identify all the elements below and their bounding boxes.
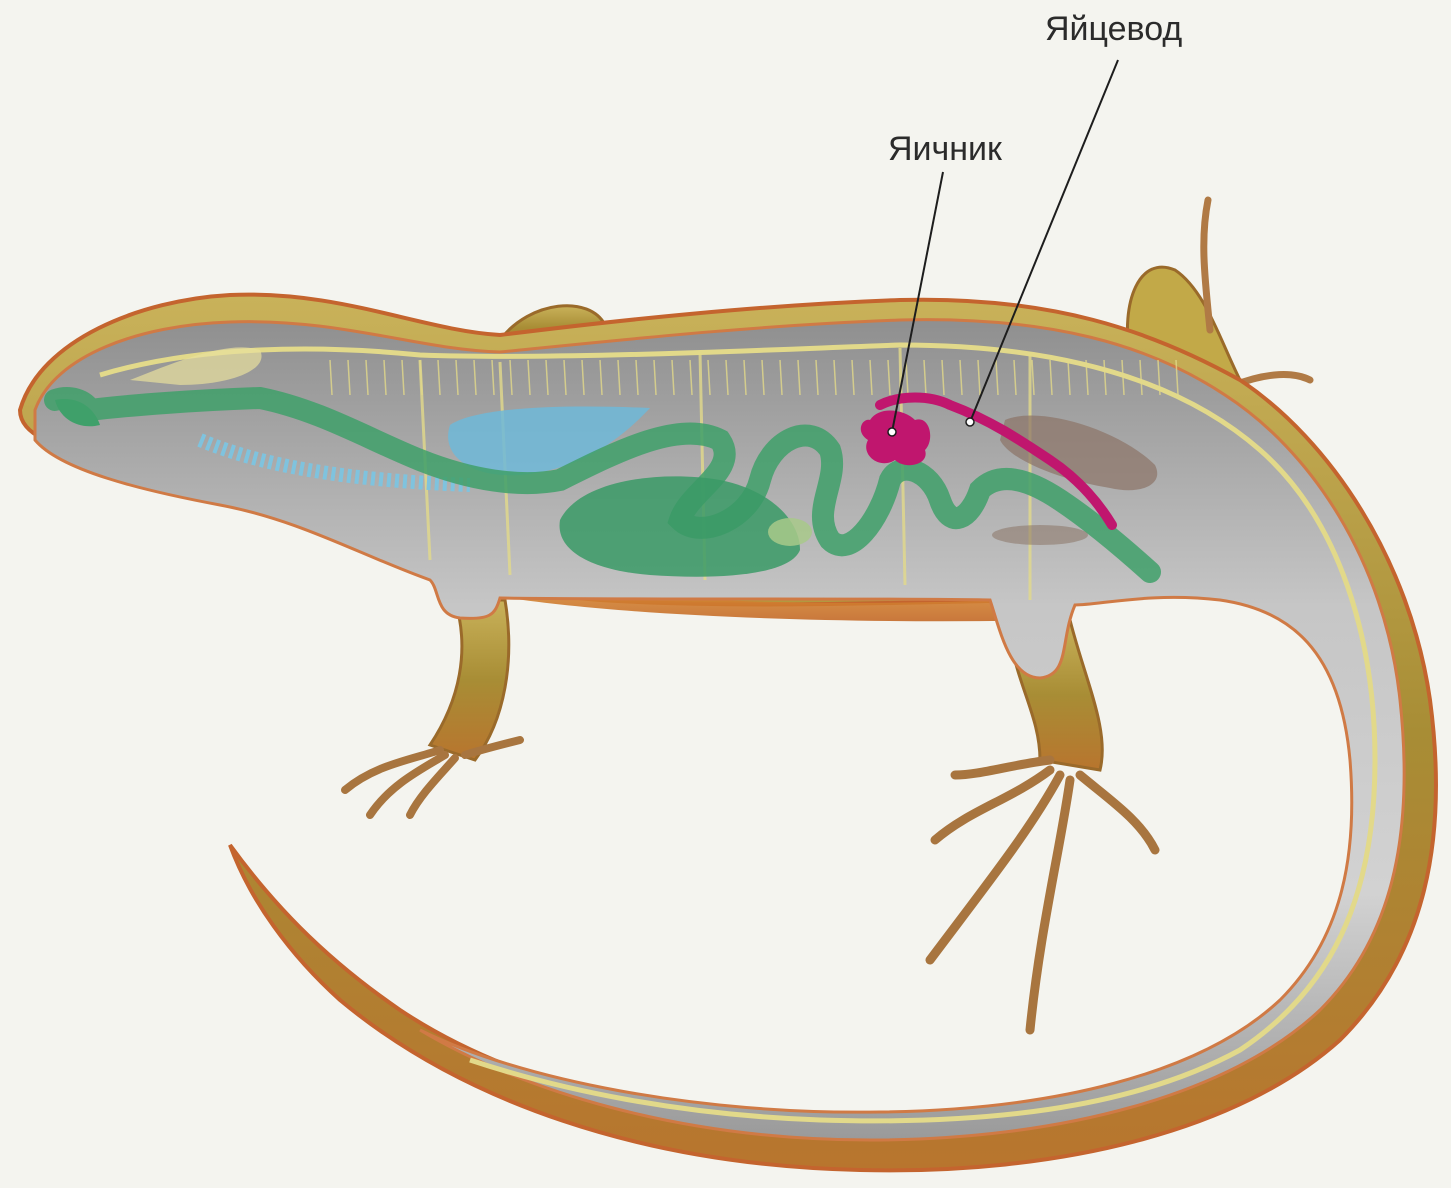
- oviduct-label: Яйцевод: [1045, 10, 1182, 48]
- ovary-label: Яичник: [888, 130, 1003, 168]
- back-lower-leg: [930, 620, 1155, 1030]
- front-lower-leg: [345, 600, 520, 815]
- ovary-pointer-dot: [888, 428, 896, 436]
- gall-bladder: [768, 518, 812, 546]
- oviduct-pointer-dot: [966, 418, 974, 426]
